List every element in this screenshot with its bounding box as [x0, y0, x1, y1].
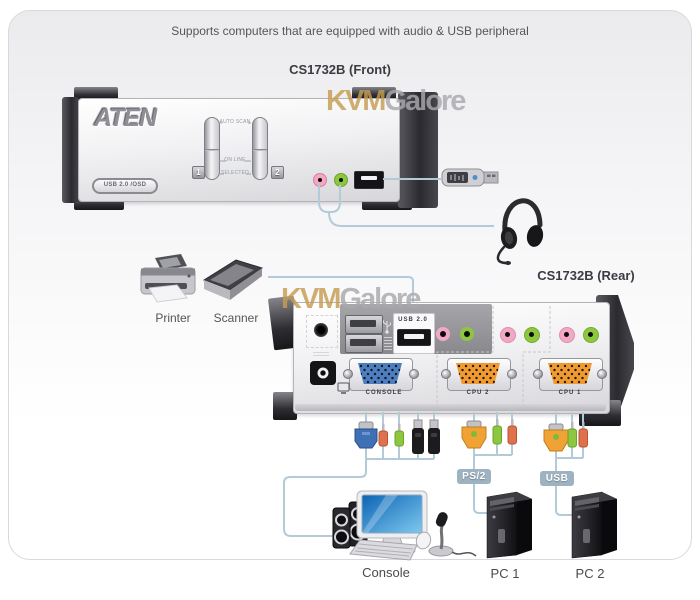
front-mic-jack-pink	[313, 173, 327, 187]
kvmgalore-watermark-top: KVMGalore	[326, 85, 466, 117]
auto-scan-label: AUTO SCAN	[219, 119, 251, 125]
port1-number: 1	[192, 166, 205, 179]
printer-label: Printer	[155, 311, 191, 325]
console-vga-port	[349, 358, 413, 391]
usb-osd-badge: USB 2.0 /OSD	[92, 178, 158, 194]
rear-usb-hub-port-2	[345, 334, 383, 353]
front-usb-port	[354, 171, 384, 189]
cpu2-audio-jack-green	[524, 327, 540, 343]
cpu2-vga-port	[447, 358, 511, 391]
front-title: CS1732B (Front)	[289, 62, 391, 77]
cpu2-mic-jack-pink	[500, 327, 516, 343]
console-vga-screw-left	[343, 369, 353, 379]
cpu1-vga-port	[539, 358, 603, 391]
ps2-connection-badge: PS/2	[457, 469, 491, 484]
front-mount-ear-top-right	[352, 87, 396, 100]
cpu1-mic-jack-pink	[559, 327, 575, 343]
kvmgalore-watermark-middle: KVMGalore	[281, 283, 421, 315]
console-vga-screw-right	[409, 369, 419, 379]
usb20-port-label: USB 2.0	[398, 317, 428, 323]
on-line-label: ON LINE	[224, 157, 246, 163]
pc2-label: PC 2	[575, 566, 605, 581]
cpu1-vga-screw-left	[533, 369, 543, 379]
connector-stripes-icon	[384, 337, 392, 352]
cpu1-vga-screw-right	[597, 369, 607, 379]
usb-connection-badge: USB	[540, 471, 574, 486]
port2-pushbutton[interactable]	[252, 117, 268, 180]
cpu2-vga-screw-left	[441, 369, 451, 379]
console-label: Console	[362, 565, 410, 580]
scanner-label: Scanner	[213, 311, 259, 325]
pc1-label: PC 1	[490, 566, 520, 581]
front-end-cap-left	[62, 97, 79, 203]
cpu1-port-label: CPU 1	[558, 390, 582, 396]
front-end-cap-right	[398, 92, 438, 208]
port2-number: 2	[271, 166, 284, 179]
front-mount-ear-top-left	[74, 87, 118, 100]
dc-power-label	[313, 352, 329, 358]
dc-power-jack	[310, 361, 336, 385]
rear-panel-bottom-edge	[295, 404, 606, 411]
console-port-label: CONSOLE	[365, 390, 403, 396]
rear-usb-hub-port-1	[345, 315, 383, 334]
cpu2-vga-screw-right	[507, 369, 517, 379]
rear-usb20-port	[397, 329, 431, 346]
front-headphone-jack-green	[334, 173, 348, 187]
rear-title: CS1732B (Rear)	[537, 268, 635, 283]
console-mic-jack-pink	[436, 327, 450, 341]
cpu2-port-label: CPU 2	[466, 390, 490, 396]
firmware-jack-outline	[306, 315, 338, 348]
selected-label: SELECTED	[221, 170, 249, 176]
console-audio-jack-green	[460, 327, 474, 341]
firmware-upgrade-jack	[314, 323, 328, 337]
cpu1-audio-jack-green	[583, 327, 599, 343]
aten-logo: ATEN	[94, 104, 157, 132]
page-subtitle: Supports computers that are equipped wit…	[171, 24, 529, 38]
